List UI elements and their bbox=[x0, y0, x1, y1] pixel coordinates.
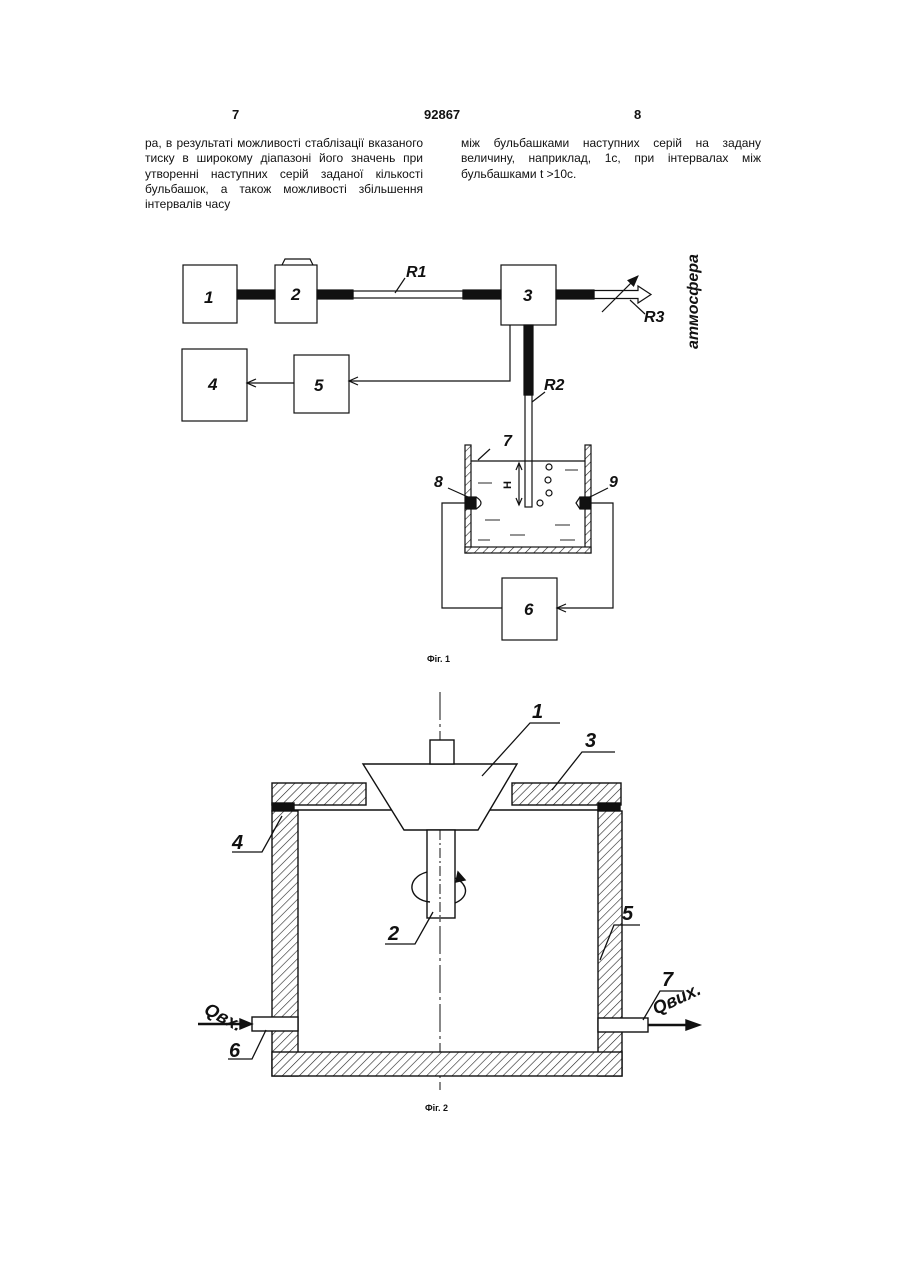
fig2-rotation-arrowhead bbox=[456, 872, 465, 882]
fig2-label-3: 3 bbox=[585, 730, 596, 752]
fig1-caption: Фіг. 1 bbox=[427, 654, 450, 664]
fig1-pipe-3-r3 bbox=[556, 290, 594, 299]
fig2-wall-right bbox=[598, 811, 622, 1076]
fig1-label-6: 6 bbox=[524, 600, 534, 619]
fig1-label-r1: R1 bbox=[406, 264, 427, 281]
fig1-label-depth: H bbox=[502, 481, 514, 489]
fig1-label-1: 1 bbox=[204, 288, 213, 307]
fig1-pipe-1-2 bbox=[237, 290, 275, 299]
fig1-resistor-r1 bbox=[353, 291, 463, 298]
fig2-label-5: 5 bbox=[622, 903, 634, 925]
fig2-label-1: 1 bbox=[532, 701, 543, 723]
fig1-resistor-r3 bbox=[594, 286, 651, 303]
fig1-sensor-9-leader bbox=[590, 488, 608, 497]
fig1-wire-8-6 bbox=[442, 503, 502, 608]
fig1-r3-valve-arrow bbox=[602, 276, 638, 312]
fig2-inlet-pipe bbox=[252, 1017, 298, 1031]
figure-1 bbox=[182, 259, 651, 640]
fig1-liquid-lines bbox=[478, 470, 578, 540]
fig2-shaft bbox=[427, 830, 455, 918]
fig2-label-q-in: Qвх. bbox=[201, 999, 246, 1035]
fig2-caption: Фіг. 2 bbox=[425, 1103, 448, 1113]
fig1-sensor-8 bbox=[466, 497, 476, 509]
fig2-label-2: 2 bbox=[387, 923, 399, 945]
fig1-pipe-r1-3 bbox=[463, 290, 501, 299]
fig2-lid-left bbox=[272, 783, 366, 805]
fig1-pipe-2-r1 bbox=[317, 290, 353, 299]
fig2-gasket-right bbox=[598, 803, 620, 811]
fig1-label-2: 2 bbox=[290, 285, 301, 304]
fig1-label-3: 3 bbox=[523, 286, 533, 305]
fig2-wall-left bbox=[272, 811, 298, 1076]
fig2-stopper-knob bbox=[430, 740, 454, 764]
fig2-gasket-left bbox=[272, 803, 294, 811]
fig1-label-r2: R2 bbox=[544, 377, 565, 394]
fig1-pipe-3-r2 bbox=[524, 325, 533, 395]
fig2-bottom bbox=[272, 1052, 622, 1076]
fig1-label-sensor-9: 9 bbox=[609, 474, 618, 491]
fig1-signal-3-5 bbox=[349, 325, 510, 381]
fig1-label-atmosphere: атмосфера bbox=[685, 254, 702, 349]
fig1-bubbles bbox=[537, 464, 552, 506]
figure-2 bbox=[198, 692, 700, 1090]
fig1-sensor-8-lens bbox=[476, 497, 481, 509]
fig2-label-6: 6 bbox=[229, 1040, 241, 1062]
fig2-lid-right bbox=[512, 783, 621, 805]
fig1-label-sensor-8: 8 bbox=[434, 474, 443, 491]
fig1-tank-leader bbox=[478, 449, 490, 460]
fig2-label-7: 7 bbox=[662, 969, 674, 991]
fig1-label-4: 4 bbox=[207, 375, 218, 394]
fig1-label-tank: 7 bbox=[503, 433, 513, 450]
fig2-label-q-out: Qвих. bbox=[649, 979, 704, 1019]
fig1-label-r3: R3 bbox=[644, 309, 665, 326]
fig1-block-2-cap bbox=[282, 259, 313, 265]
fig1-label-5: 5 bbox=[314, 376, 324, 395]
fig1-resistor-r2 bbox=[525, 395, 532, 507]
fig2-stopper bbox=[363, 764, 517, 830]
fig2-outlet-pipe bbox=[598, 1018, 648, 1032]
fig1-sensor-9 bbox=[580, 497, 590, 509]
fig2-outlet-arrowhead bbox=[686, 1020, 700, 1030]
fig1-tank-bottom bbox=[465, 547, 591, 553]
fig2-label-4: 4 bbox=[231, 832, 243, 854]
